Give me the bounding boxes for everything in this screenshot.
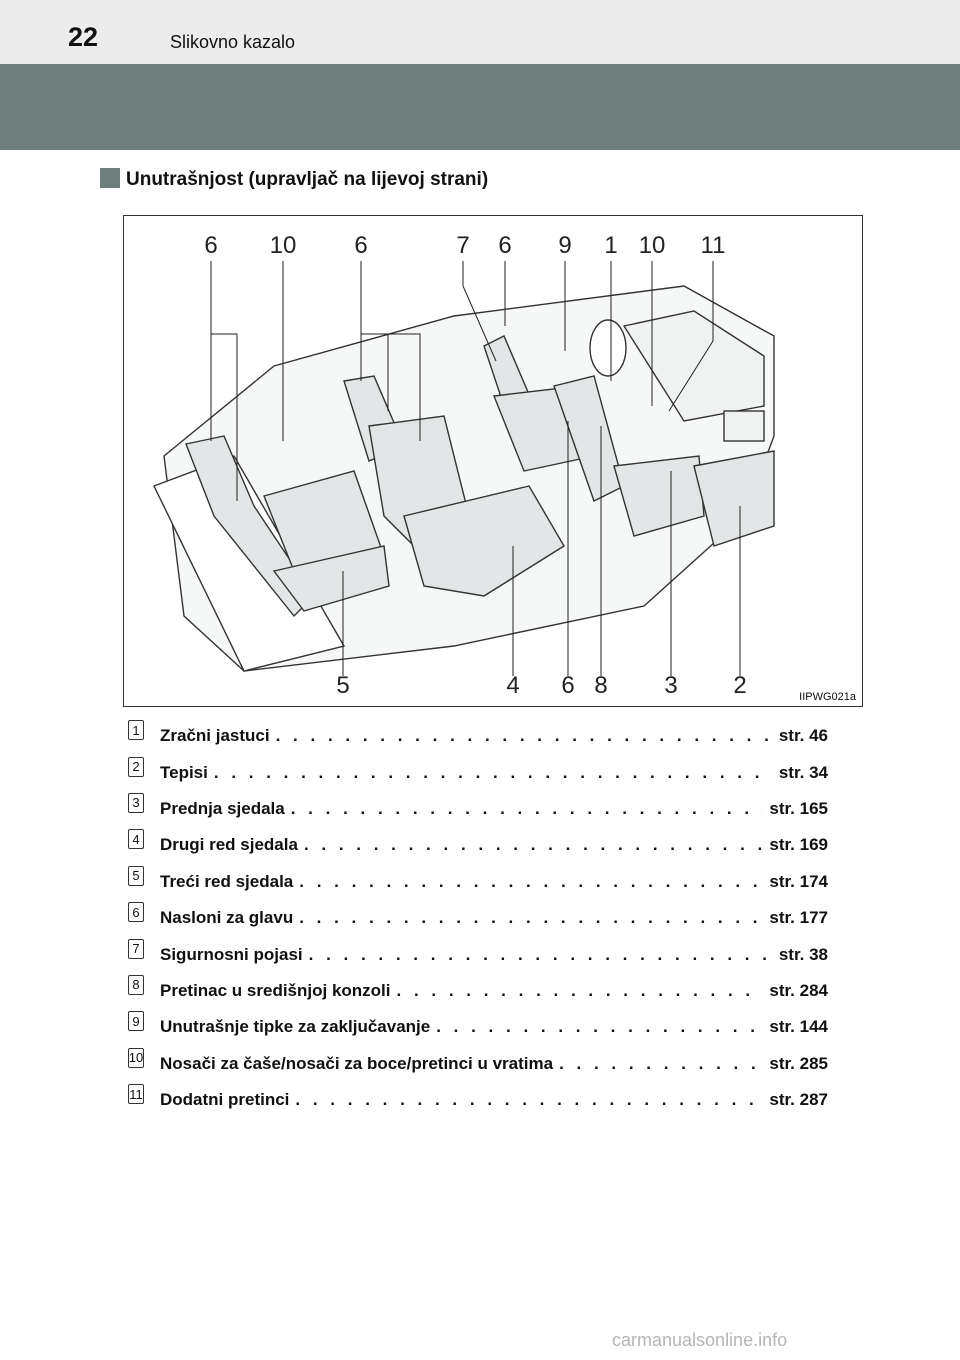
item-number: 10 xyxy=(128,1047,144,1068)
page-reference: str. 174 xyxy=(769,871,828,891)
item-number: 8 xyxy=(128,974,144,995)
callout-top-8: 10 xyxy=(639,232,666,259)
item-number: 6 xyxy=(128,902,144,923)
item-number: 7 xyxy=(128,938,144,959)
callout-bottom-6: 2 xyxy=(733,672,746,699)
callout-bottom-4: 8 xyxy=(594,672,607,699)
leader-lines xyxy=(210,261,741,676)
page-reference: str. 38 xyxy=(778,944,828,964)
page-number: 22 xyxy=(68,22,99,52)
list-item: 5 Treći red sjedala str. 174 xyxy=(128,864,828,900)
list-item: 7 Sigurnosni pojasi str. 38 xyxy=(128,936,828,972)
callout-top-1: 6 xyxy=(204,232,217,259)
dot-leader xyxy=(397,981,764,1001)
figure-code: IIPWG021a xyxy=(799,691,856,703)
callout-bottom-2: 4 xyxy=(506,672,519,699)
page-reference: str. 144 xyxy=(769,1017,828,1037)
dot-leader xyxy=(291,799,764,819)
callout-top-5: 6 xyxy=(498,232,511,259)
page-reference: str. 34 xyxy=(778,762,828,782)
item-label: Unutrašnje tipke za zaključavanje xyxy=(160,1017,431,1037)
section-name: Slikovno kazalo xyxy=(170,32,296,52)
item-label: Tepisi xyxy=(160,762,208,782)
list-item: 6 Nasloni za glavu str. 177 xyxy=(128,900,828,936)
dot-leader xyxy=(304,835,763,855)
list-item: 1 Zračni jastuci str. 46 xyxy=(128,718,828,754)
heading-bullet-icon xyxy=(100,168,120,188)
item-number: 3 xyxy=(128,792,144,813)
car-interior-illustration: 6 10 6 7 6 9 1 10 11 5 4 6 8 3 2 xyxy=(153,232,775,699)
page-reference: str. 284 xyxy=(769,980,828,1000)
page-reference: str. 287 xyxy=(769,1090,828,1110)
dot-leader xyxy=(436,1017,763,1037)
callout-bottom-1: 5 xyxy=(336,672,349,699)
callout-bottom-5: 3 xyxy=(664,672,677,699)
callout-top-9: 11 xyxy=(701,232,726,259)
item-label: Sigurnosni pojasi xyxy=(160,944,303,964)
dot-leader xyxy=(214,763,773,783)
page-reference: str. 165 xyxy=(769,798,828,818)
item-number: 5 xyxy=(128,865,144,886)
item-number: 9 xyxy=(128,1011,144,1032)
list-item: 3 Prednja sjedala str. 165 xyxy=(128,791,828,827)
item-label: Dodatni pretinci xyxy=(160,1090,290,1110)
item-number: 4 xyxy=(128,829,144,850)
header-band xyxy=(0,64,960,150)
item-label: Zračni jastuci xyxy=(160,726,270,746)
section-heading: Unutrašnjost (upravljač na lijevoj stran… xyxy=(126,169,489,190)
page-header: 22 Slikovno kazalo xyxy=(0,0,960,64)
list-item: 9 Unutrašnje tipke za zaključavanje str.… xyxy=(128,1009,828,1045)
page-reference: str. 177 xyxy=(769,908,828,928)
interior-figure: 6 10 6 7 6 9 1 10 11 5 4 6 8 3 2 xyxy=(123,215,863,707)
page-reference: str. 169 xyxy=(769,835,828,855)
item-label: Treći red sjedala xyxy=(160,871,294,891)
list-item: 4 Drugi red sjedala str. 169 xyxy=(128,827,828,863)
dot-leader xyxy=(295,1090,763,1110)
watermark: carmanualsonline.info xyxy=(612,1330,788,1350)
dot-leader xyxy=(309,945,773,965)
item-number: 2 xyxy=(128,756,144,777)
callout-top-2: 10 xyxy=(270,232,297,259)
list-item: 11 Dodatni pretinci str. 287 xyxy=(128,1082,828,1118)
dot-leader xyxy=(559,1054,763,1074)
index-list: 1 Zračni jastuci str. 46 2 Tepisi str. 3… xyxy=(128,718,828,1118)
dot-leader xyxy=(299,872,763,892)
dot-leader xyxy=(276,726,773,746)
list-item: 8 Pretinac u središnjoj konzoli str. 284 xyxy=(128,973,828,1009)
dot-leader xyxy=(299,908,763,928)
page-reference: str. 285 xyxy=(769,1053,828,1073)
item-number: 1 xyxy=(128,720,144,741)
item-label: Pretinac u središnjoj konzoli xyxy=(160,980,391,1000)
item-number: 11 xyxy=(128,1084,144,1105)
page-reference: str. 46 xyxy=(778,726,828,746)
item-label: Drugi red sjedala xyxy=(160,835,298,855)
list-item: 2 Tepisi str. 34 xyxy=(128,754,828,790)
callout-top-4: 7 xyxy=(456,232,469,259)
item-label: Nosači za čaše/nosači za boce/pretinci u… xyxy=(160,1053,554,1073)
item-label: Prednja sjedala xyxy=(160,798,285,818)
callout-top-7: 1 xyxy=(604,232,617,259)
item-label: Nasloni za glavu xyxy=(160,908,294,928)
callout-top-3: 6 xyxy=(354,232,367,259)
callout-bottom-3: 6 xyxy=(561,672,574,699)
callout-top-6: 9 xyxy=(558,232,571,259)
list-item: 10 Nosači za čaše/nosači za boce/pretinc… xyxy=(128,1046,828,1082)
